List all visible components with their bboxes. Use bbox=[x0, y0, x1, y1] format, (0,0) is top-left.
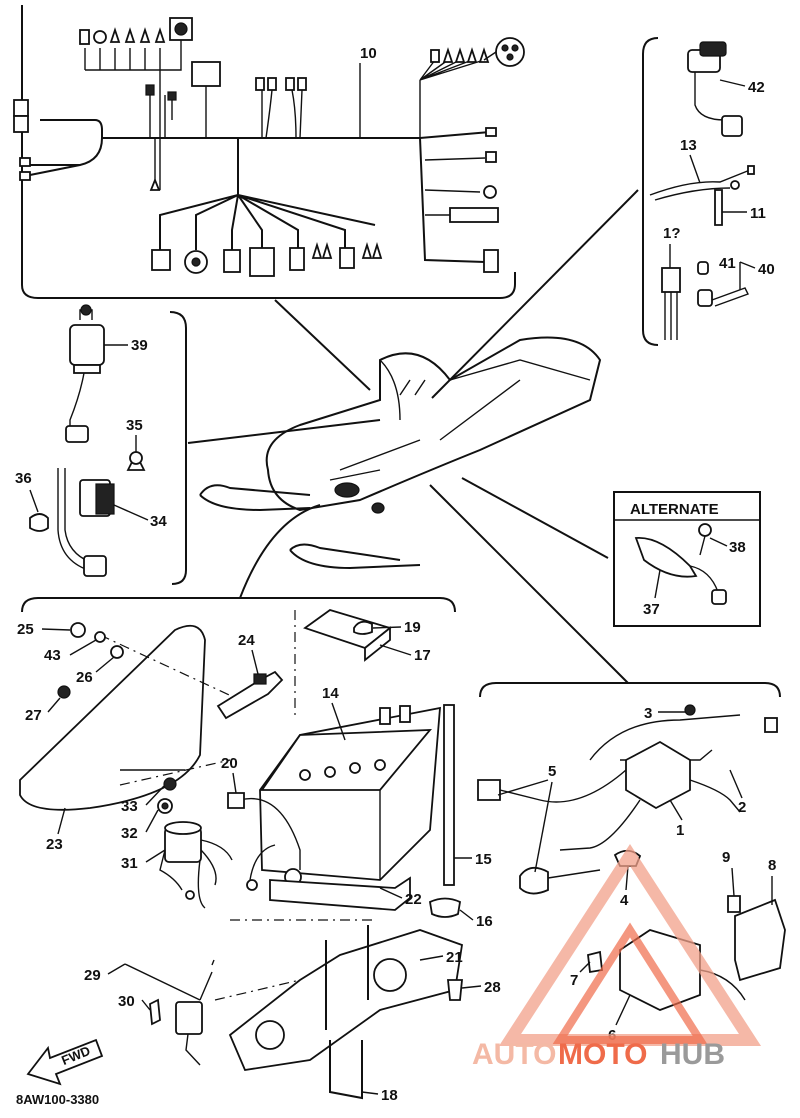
callout-33: 33 bbox=[121, 798, 138, 815]
callout-27: 27 bbox=[25, 707, 42, 724]
callout-15: 15 bbox=[475, 851, 492, 868]
right-top-section-bracket bbox=[642, 37, 659, 346]
callout-25: 25 bbox=[17, 621, 34, 638]
callout-4: 4 bbox=[620, 892, 629, 909]
callout-8: 8 bbox=[768, 857, 776, 874]
watermark-logo: AUTO MOTO HUB bbox=[472, 843, 762, 1071]
battery-group bbox=[149, 609, 464, 1100]
callout-20: 20 bbox=[221, 755, 238, 772]
alternate-box: ALTERNATE bbox=[613, 491, 761, 627]
callout-5: 5 bbox=[548, 763, 556, 780]
callout-38: 38 bbox=[729, 539, 746, 556]
callout-14: 14 bbox=[322, 685, 339, 702]
callout-28: 28 bbox=[484, 979, 501, 996]
callout-31: 31 bbox=[121, 855, 138, 872]
callout-2: 2 bbox=[738, 799, 746, 816]
watermark-text-moto: MOTO bbox=[558, 1038, 647, 1071]
callout-30: 30 bbox=[118, 993, 135, 1010]
callout-29: 29 bbox=[84, 967, 101, 984]
callout-3: 3 bbox=[644, 705, 652, 722]
callout-42: 42 bbox=[748, 79, 765, 96]
switch-parts-group bbox=[649, 41, 755, 340]
left-section-bracket bbox=[169, 311, 187, 585]
callout-40: 40 bbox=[758, 261, 775, 278]
harness-section-bracket bbox=[21, 5, 516, 299]
callout-21: 21 bbox=[446, 949, 463, 966]
wire-harness bbox=[13, 17, 525, 277]
callout-16: 16 bbox=[476, 913, 493, 930]
key-switch-group bbox=[29, 304, 146, 577]
pointer-lines bbox=[187, 189, 639, 684]
callout-26: 26 bbox=[76, 669, 93, 686]
callout-13: 13 bbox=[680, 137, 697, 154]
callout-41: 41 bbox=[719, 255, 736, 272]
callout-23: 23 bbox=[46, 836, 63, 853]
callout-7: 7 bbox=[570, 972, 578, 989]
callout-34: 34 bbox=[150, 513, 167, 530]
callout-32: 32 bbox=[121, 825, 138, 842]
callout-36: 36 bbox=[15, 470, 32, 487]
callout-43: 43 bbox=[44, 647, 61, 664]
snowmobile-illustration bbox=[199, 336, 602, 570]
callout-9: 9 bbox=[722, 849, 730, 866]
callout-24: 24 bbox=[238, 632, 255, 649]
lower-left-section-bracket bbox=[21, 597, 456, 613]
callout-22: 22 bbox=[405, 891, 422, 908]
callout-37: 37 bbox=[643, 601, 660, 618]
callout-35: 35 bbox=[126, 417, 143, 434]
fwd-arrow: FWD bbox=[26, 1038, 104, 1086]
callout-17: 17 bbox=[414, 647, 431, 664]
drawing-code: 8AW100-3380 bbox=[16, 1092, 99, 1107]
callout-1: 1 bbox=[676, 822, 684, 839]
callout-11: 11 bbox=[750, 205, 766, 222]
watermark-text-hub: HUB bbox=[660, 1038, 725, 1071]
alternate-label: ALTERNATE bbox=[630, 501, 719, 518]
callouts: 10 42 13 11 1? 41 40 39 35 36 34 38 37 2… bbox=[15, 45, 776, 1104]
callout-10: 10 bbox=[360, 45, 377, 62]
callout-18: 18 bbox=[381, 1087, 398, 1104]
watermark-text-auto: AUTO bbox=[472, 1038, 556, 1071]
callout-19: 19 bbox=[404, 619, 421, 636]
callout-12: 1? bbox=[663, 225, 681, 242]
callout-39: 39 bbox=[131, 337, 148, 354]
lower-right-section-bracket bbox=[479, 682, 781, 698]
